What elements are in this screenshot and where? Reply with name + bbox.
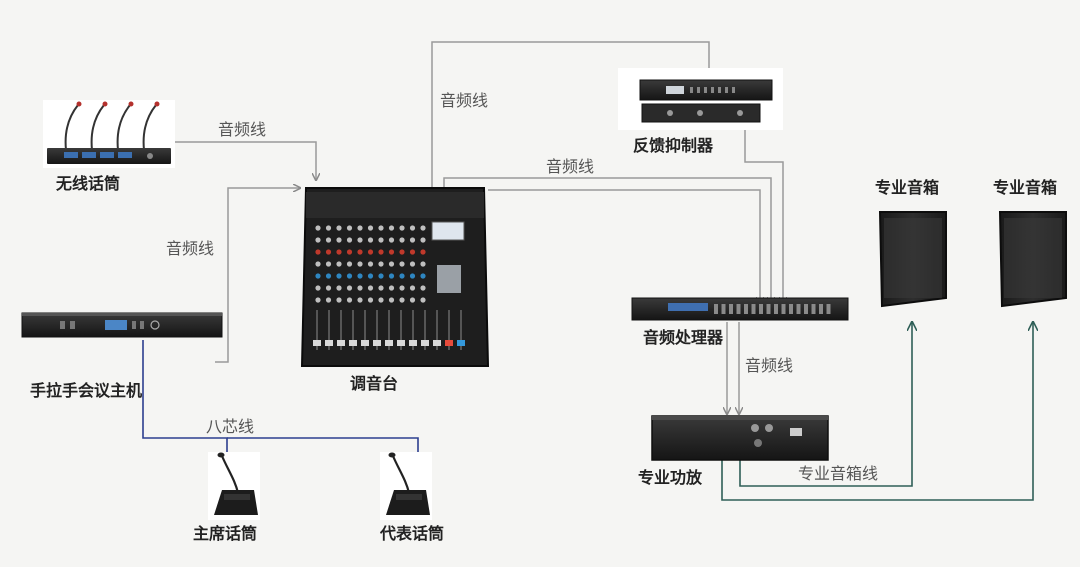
conference-host-label: 手拉手会议主机 (30, 381, 142, 400)
amplifier-label: 专业功放 (638, 468, 703, 487)
conference-host-device (21, 312, 223, 338)
cable-label-eight-core: 八芯线 (206, 417, 254, 436)
chair-mic-device (208, 452, 260, 520)
wireless-mic-label: 无线话筒 (55, 174, 120, 193)
audio-lines (175, 41, 783, 414)
mixer-label: 调音台 (350, 374, 398, 393)
speaker-right-device (998, 211, 1067, 308)
line-mixer-to-processor-b (488, 189, 760, 304)
speaker-left-label: 专业音箱 (875, 178, 939, 197)
chair-mic-label: 主席话筒 (193, 524, 257, 543)
feedback-suppressor-label: 反馈抑制器 (633, 136, 714, 155)
line-host-to-mixer (215, 188, 300, 363)
cable-label-feedback: 音频线 (440, 91, 488, 110)
cable-label-processor: 音频线 (546, 157, 594, 176)
cable-label-wireless: 音频线 (218, 120, 266, 139)
speaker-left-device (878, 211, 947, 308)
line-to-delegate-mic (227, 437, 419, 455)
cable-label-speaker: 专业音箱线 (798, 464, 878, 483)
delegate-mic-label: 代表话筒 (379, 524, 444, 543)
line-amp-to-speaker-left (739, 322, 912, 487)
feedback-suppressor-device (618, 68, 783, 130)
line-host-to-chair-mic (142, 340, 228, 455)
audio-processor-device (631, 297, 849, 321)
line-wireless-to-mixer (175, 141, 316, 180)
line-amp-to-speaker-right (721, 322, 1033, 501)
speaker-right-label: 专业音箱 (993, 178, 1057, 197)
delegate-mic-device (380, 452, 432, 520)
line-feedback-to-processor (744, 130, 783, 304)
line-mixer-to-processor-a (443, 177, 771, 304)
speaker-lines (721, 322, 1033, 501)
mixer-device (300, 187, 490, 367)
eight-core-lines (142, 340, 419, 455)
amplifier-device (651, 415, 829, 461)
wireless-mic-device (43, 100, 175, 168)
cable-label-host: 音频线 (166, 239, 214, 258)
audio-processor-label: 音频处理器 (643, 328, 724, 347)
cable-label-amp: 音频线 (745, 356, 793, 375)
